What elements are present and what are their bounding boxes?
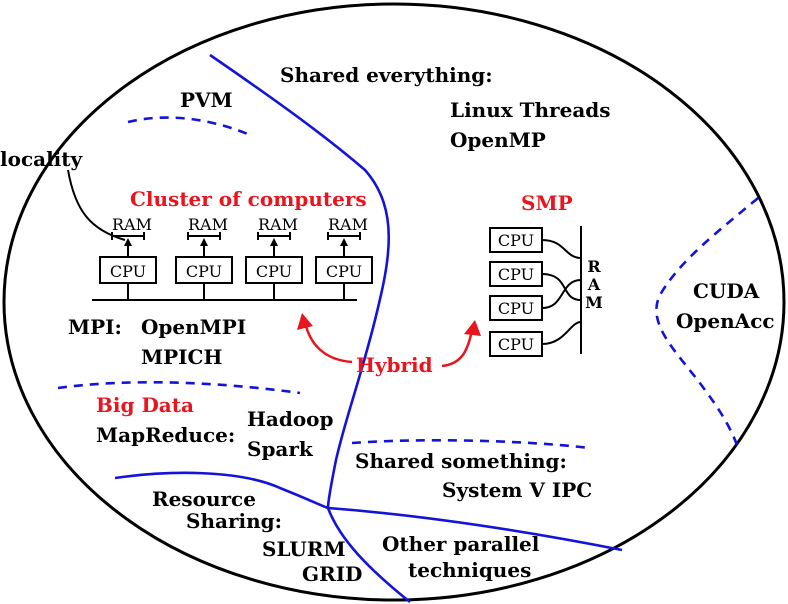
hybrid-arrow-right bbox=[441, 329, 474, 368]
smp-cpu-label: CPU bbox=[498, 231, 534, 250]
smp-hardware: CPU CPU CPU CPU RAM bbox=[489, 226, 603, 357]
smp-cpu-ram-link bbox=[541, 273, 582, 301]
smp-ram-letter: R bbox=[587, 257, 601, 276]
dashed-pvm bbox=[127, 116, 251, 137]
cpu-ram-arrowhead bbox=[124, 238, 132, 246]
dashed-cuda bbox=[655, 197, 759, 449]
smp-ram-letter: M bbox=[585, 293, 603, 312]
label-other-parallel: Other parallel bbox=[382, 532, 540, 556]
label-openacc: OpenAcc bbox=[676, 309, 775, 333]
label-shared-something: Shared something: bbox=[355, 449, 567, 473]
ram-label: RAM bbox=[188, 215, 228, 234]
label-shared-everything: Shared everything: bbox=[280, 63, 493, 87]
smp-ram-letter: A bbox=[587, 275, 601, 294]
cpu-box bbox=[99, 256, 157, 284]
label-smp: SMP bbox=[521, 191, 573, 215]
boundary-slurm-grid bbox=[326, 507, 411, 604]
hybrid-arrowhead-left bbox=[297, 313, 313, 330]
cpu-label: CPU bbox=[326, 262, 362, 281]
boundary-cluster-vs-shared bbox=[209, 53, 390, 509]
cpu-ram-arrowhead bbox=[340, 238, 348, 246]
cpu-label: CPU bbox=[256, 262, 292, 281]
cpu-label: CPU bbox=[110, 262, 146, 281]
dashed-big-data bbox=[57, 380, 301, 395]
label-pvm: PVM bbox=[180, 88, 233, 112]
label-openmp: OpenMP bbox=[450, 128, 546, 152]
cpu-ram-arrowhead bbox=[270, 238, 278, 246]
hybrid-arrowhead-right bbox=[464, 320, 481, 336]
label-techniques: techniques bbox=[408, 558, 531, 582]
smp-cpu-label: CPU bbox=[498, 299, 534, 318]
label-mpi: MPI: bbox=[68, 315, 122, 339]
label-spark: Spark bbox=[247, 437, 314, 461]
label-cluster-of-computers: Cluster of computers bbox=[130, 187, 367, 211]
boundary-other-parallel bbox=[327, 506, 623, 552]
smp-cpu-ram-link bbox=[541, 321, 582, 345]
label-linux-threads: Linux Threads bbox=[450, 98, 611, 122]
smp-cpu-ram-link bbox=[541, 239, 582, 259]
boundary-resource-sharing bbox=[114, 471, 329, 510]
label-sharing: Sharing: bbox=[186, 509, 282, 533]
label-big-data: Big Data bbox=[96, 393, 194, 417]
label-grid: GRID bbox=[302, 562, 362, 586]
smp-cpu-ram-link bbox=[541, 279, 582, 309]
cpu-box bbox=[315, 256, 373, 284]
ram-label: RAM bbox=[258, 215, 298, 234]
cpu-ram-arrowhead bbox=[200, 238, 208, 246]
ram-label: RAM bbox=[112, 215, 152, 234]
label-slurm: SLURM bbox=[262, 537, 346, 561]
label-mapreduce: MapReduce: bbox=[96, 423, 235, 447]
label-resource: Resource bbox=[152, 487, 256, 511]
cpu-label: CPU bbox=[186, 262, 222, 281]
dashed-shared-something bbox=[351, 438, 591, 450]
smp-cpu-label: CPU bbox=[498, 335, 534, 354]
label-locality: locality bbox=[0, 147, 84, 171]
label-hadoop: Hadoop bbox=[247, 407, 334, 431]
smp-cpu-label: CPU bbox=[498, 265, 534, 284]
label-hybrid: Hybrid bbox=[356, 353, 433, 377]
label-cuda: CUDA bbox=[693, 279, 760, 303]
ram-label: RAM bbox=[328, 215, 368, 234]
cluster-hardware: CPU RAM CPU RAM CPU RAM CPU RAM bbox=[92, 215, 373, 301]
label-openmpi: OpenMPI bbox=[141, 315, 246, 339]
label-system-v-ipc: System V IPC bbox=[442, 478, 592, 502]
smp-cpu-box bbox=[489, 331, 543, 357]
hybrid-arrow-left bbox=[303, 321, 353, 364]
label-mpich: MPICH bbox=[141, 345, 222, 369]
